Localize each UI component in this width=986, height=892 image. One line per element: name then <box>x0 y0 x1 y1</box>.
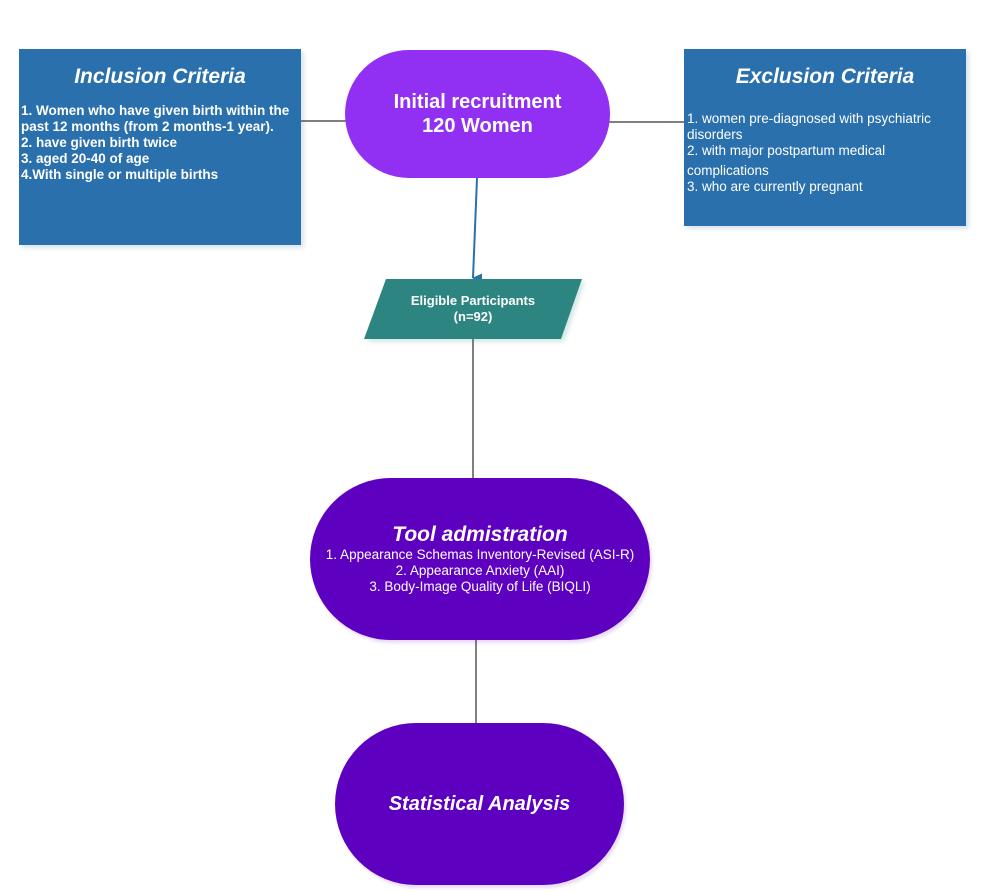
exclusion-list: 1. women pre-diagnosed with psychiatric … <box>684 111 966 195</box>
inclusion-list: 1. Women who have given birth within the… <box>19 103 301 183</box>
exclusion-criteria-box: Exclusion Criteria 1. women pre-diagnose… <box>684 49 966 226</box>
exclusion-item: 1. women pre-diagnosed with psychiatric … <box>687 111 931 142</box>
inclusion-item: 1. Women who have given birth within the… <box>21 103 290 134</box>
inclusion-item: 2. have given birth twice <box>21 135 178 150</box>
inclusion-item: 3. aged 20-40 of age <box>21 151 150 166</box>
exclusion-item: 3. who are currently pregnant <box>687 179 863 194</box>
inclusion-item: 4.With single or multiple births <box>21 167 219 182</box>
tool-item: 1. Appearance Schemas Inventory-Revised … <box>325 547 635 562</box>
tool-administration-node: Tool admistration 1. Appearance Schemas … <box>310 478 650 640</box>
eligible-participants-node: Eligible Participants (n=92) <box>364 279 582 339</box>
exclusion-item: 2. with major postpartum medical <box>687 143 886 158</box>
initial-recruitment-node: Initial recruitment 120 Women <box>345 50 610 178</box>
eligible-participants-shape <box>364 279 582 339</box>
tool-item: 3. Body-Image Quality of Life (BIQLI) <box>369 579 591 594</box>
tool-item: 2. Appearance Anxiety (AAI) <box>395 563 565 578</box>
statistical-analysis-title: Statistical Analysis <box>388 792 571 815</box>
tool-administration-title: Tool admistration <box>392 523 568 546</box>
eligible-participants-count: (n=92) <box>453 309 493 324</box>
exclusion-item: complications <box>687 163 769 178</box>
initial-recruitment-count: 120 Women <box>422 115 533 137</box>
inclusion-criteria-box: Inclusion Criteria 1. Women who have giv… <box>19 49 301 245</box>
initial-recruitment-label: Initial recruitment <box>393 91 562 113</box>
arrow-initial-to-eligible <box>472 177 483 284</box>
inclusion-title: Inclusion Criteria <box>74 65 246 88</box>
exclusion-title: Exclusion Criteria <box>735 65 915 88</box>
eligible-participants-label: Eligible Participants <box>410 293 536 308</box>
statistical-analysis-node: Statistical Analysis <box>335 723 624 885</box>
